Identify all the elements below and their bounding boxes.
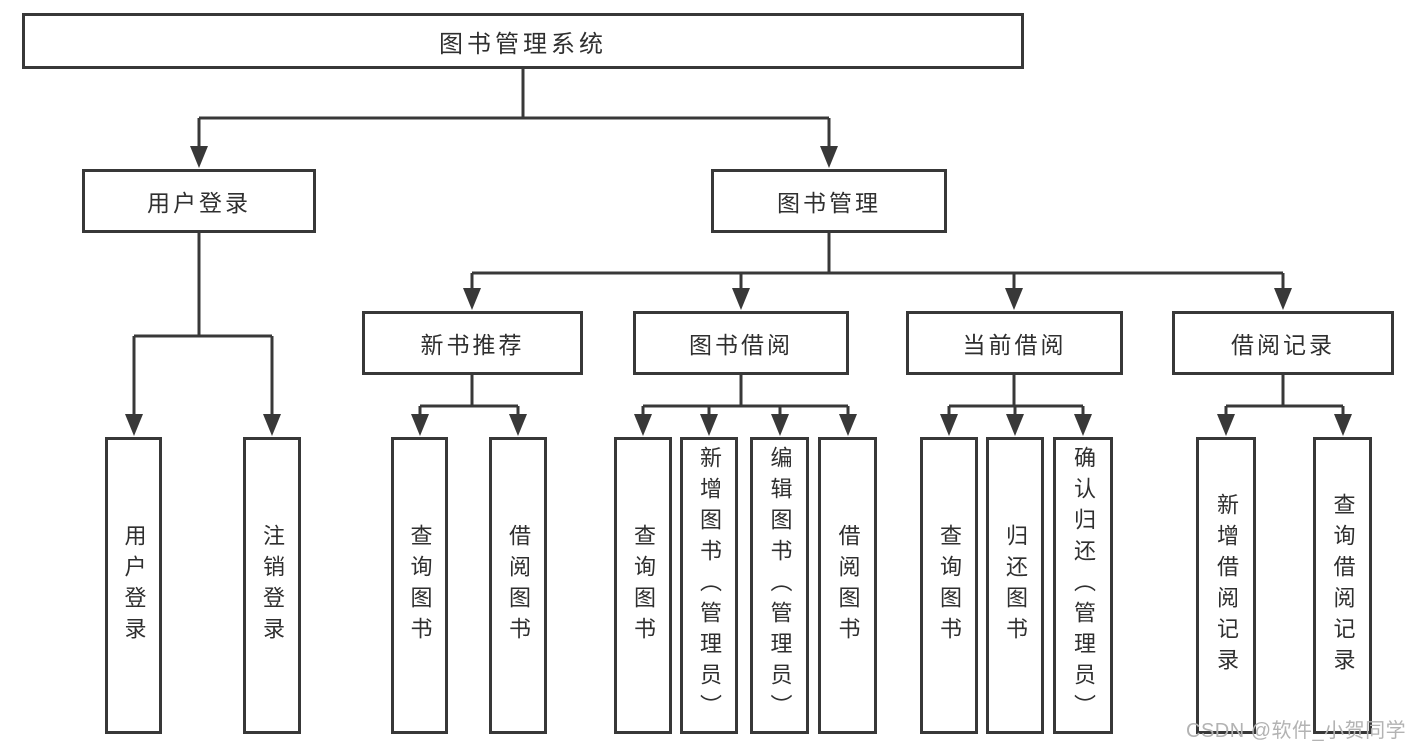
node-leaf-return-book-label: 归还图书 [1003, 523, 1028, 648]
node-leaf-add-book-admin: 新增图书（管理员） [680, 437, 738, 734]
node-new-book-recommend: 新书推荐 [362, 311, 583, 375]
node-leaf-query-book-3: 查询图书 [920, 437, 978, 734]
node-borrow-record: 借阅记录 [1172, 311, 1394, 375]
arrow-down-icon [463, 288, 481, 310]
csdn-watermark: CSDN @软件_小贺同学 [1186, 720, 1405, 742]
arrow-down-icon [1274, 288, 1292, 310]
node-leaf-borrow-book-1: 借阅图书 [489, 437, 547, 734]
node-leaf-return-book: 归还图书 [986, 437, 1044, 734]
node-current-borrow: 当前借阅 [906, 311, 1123, 375]
arrow-down-icon [509, 414, 527, 436]
node-leaf-confirm-return-admin-label: 确认归还（管理员） [1071, 446, 1096, 725]
node-user-login-label: 用户登录 [147, 190, 251, 216]
node-leaf-query-book-3-label: 查询图书 [937, 523, 962, 648]
node-leaf-add-borrow-record-label: 新增借阅记录 [1214, 492, 1239, 679]
node-leaf-query-book-1-label: 查询图书 [407, 523, 433, 648]
node-leaf-borrow-book-2-label: 借阅图书 [835, 523, 861, 648]
node-leaf-user-login-label: 用户登录 [121, 523, 147, 648]
node-leaf-query-borrow-record-label: 查询借阅记录 [1330, 492, 1356, 679]
node-book-management: 图书管理 [711, 169, 947, 233]
arrow-down-icon [940, 414, 958, 436]
arrow-down-icon [263, 414, 281, 436]
node-leaf-edit-book-admin-label: 编辑图书（管理员） [767, 446, 793, 725]
node-book-borrow-label: 图书借阅 [689, 332, 793, 358]
arrow-down-icon [125, 414, 143, 436]
arrowhead-icons [125, 146, 1352, 436]
node-book-borrow: 图书借阅 [633, 311, 849, 375]
arrow-down-icon [411, 414, 429, 436]
node-borrow-record-label: 借阅记录 [1231, 332, 1335, 358]
node-leaf-query-book-1: 查询图书 [391, 437, 448, 734]
node-user-login: 用户登录 [82, 169, 316, 233]
node-leaf-add-book-admin-label: 新增图书（管理员） [697, 446, 722, 725]
node-library-system-label: 图书管理系统 [439, 30, 607, 58]
arrow-down-icon [634, 414, 652, 436]
arrow-down-icon [1217, 414, 1235, 436]
node-leaf-borrow-book-1-label: 借阅图书 [506, 523, 531, 648]
node-leaf-logout-label: 注销登录 [260, 523, 285, 648]
node-book-management-label: 图书管理 [777, 190, 881, 216]
node-leaf-confirm-return-admin: 确认归还（管理员） [1053, 437, 1113, 734]
node-current-borrow-label: 当前借阅 [962, 332, 1067, 358]
arrow-down-icon [1334, 414, 1352, 436]
node-leaf-borrow-book-2: 借阅图书 [818, 437, 877, 734]
node-library-system: 图书管理系统 [22, 13, 1024, 69]
arrow-down-icon [839, 414, 857, 436]
arrow-down-icon [1006, 414, 1024, 436]
arrow-down-icon [1074, 414, 1092, 436]
node-leaf-add-borrow-record: 新增借阅记录 [1196, 437, 1256, 734]
node-leaf-edit-book-admin: 编辑图书（管理员） [750, 437, 809, 734]
arrow-down-icon [190, 146, 208, 168]
arrow-down-icon [700, 414, 718, 436]
node-leaf-logout: 注销登录 [243, 437, 301, 734]
node-leaf-user-login: 用户登录 [105, 437, 162, 734]
node-new-book-recommend-label: 新书推荐 [420, 332, 525, 358]
arrow-down-icon [820, 146, 838, 168]
arrow-down-icon [771, 414, 789, 436]
node-leaf-query-borrow-record: 查询借阅记录 [1313, 437, 1372, 734]
node-leaf-query-book-2-label: 查询图书 [631, 523, 656, 648]
node-leaf-query-book-2: 查询图书 [614, 437, 672, 734]
arrow-down-icon [1005, 288, 1023, 310]
arrow-down-icon [732, 288, 750, 310]
